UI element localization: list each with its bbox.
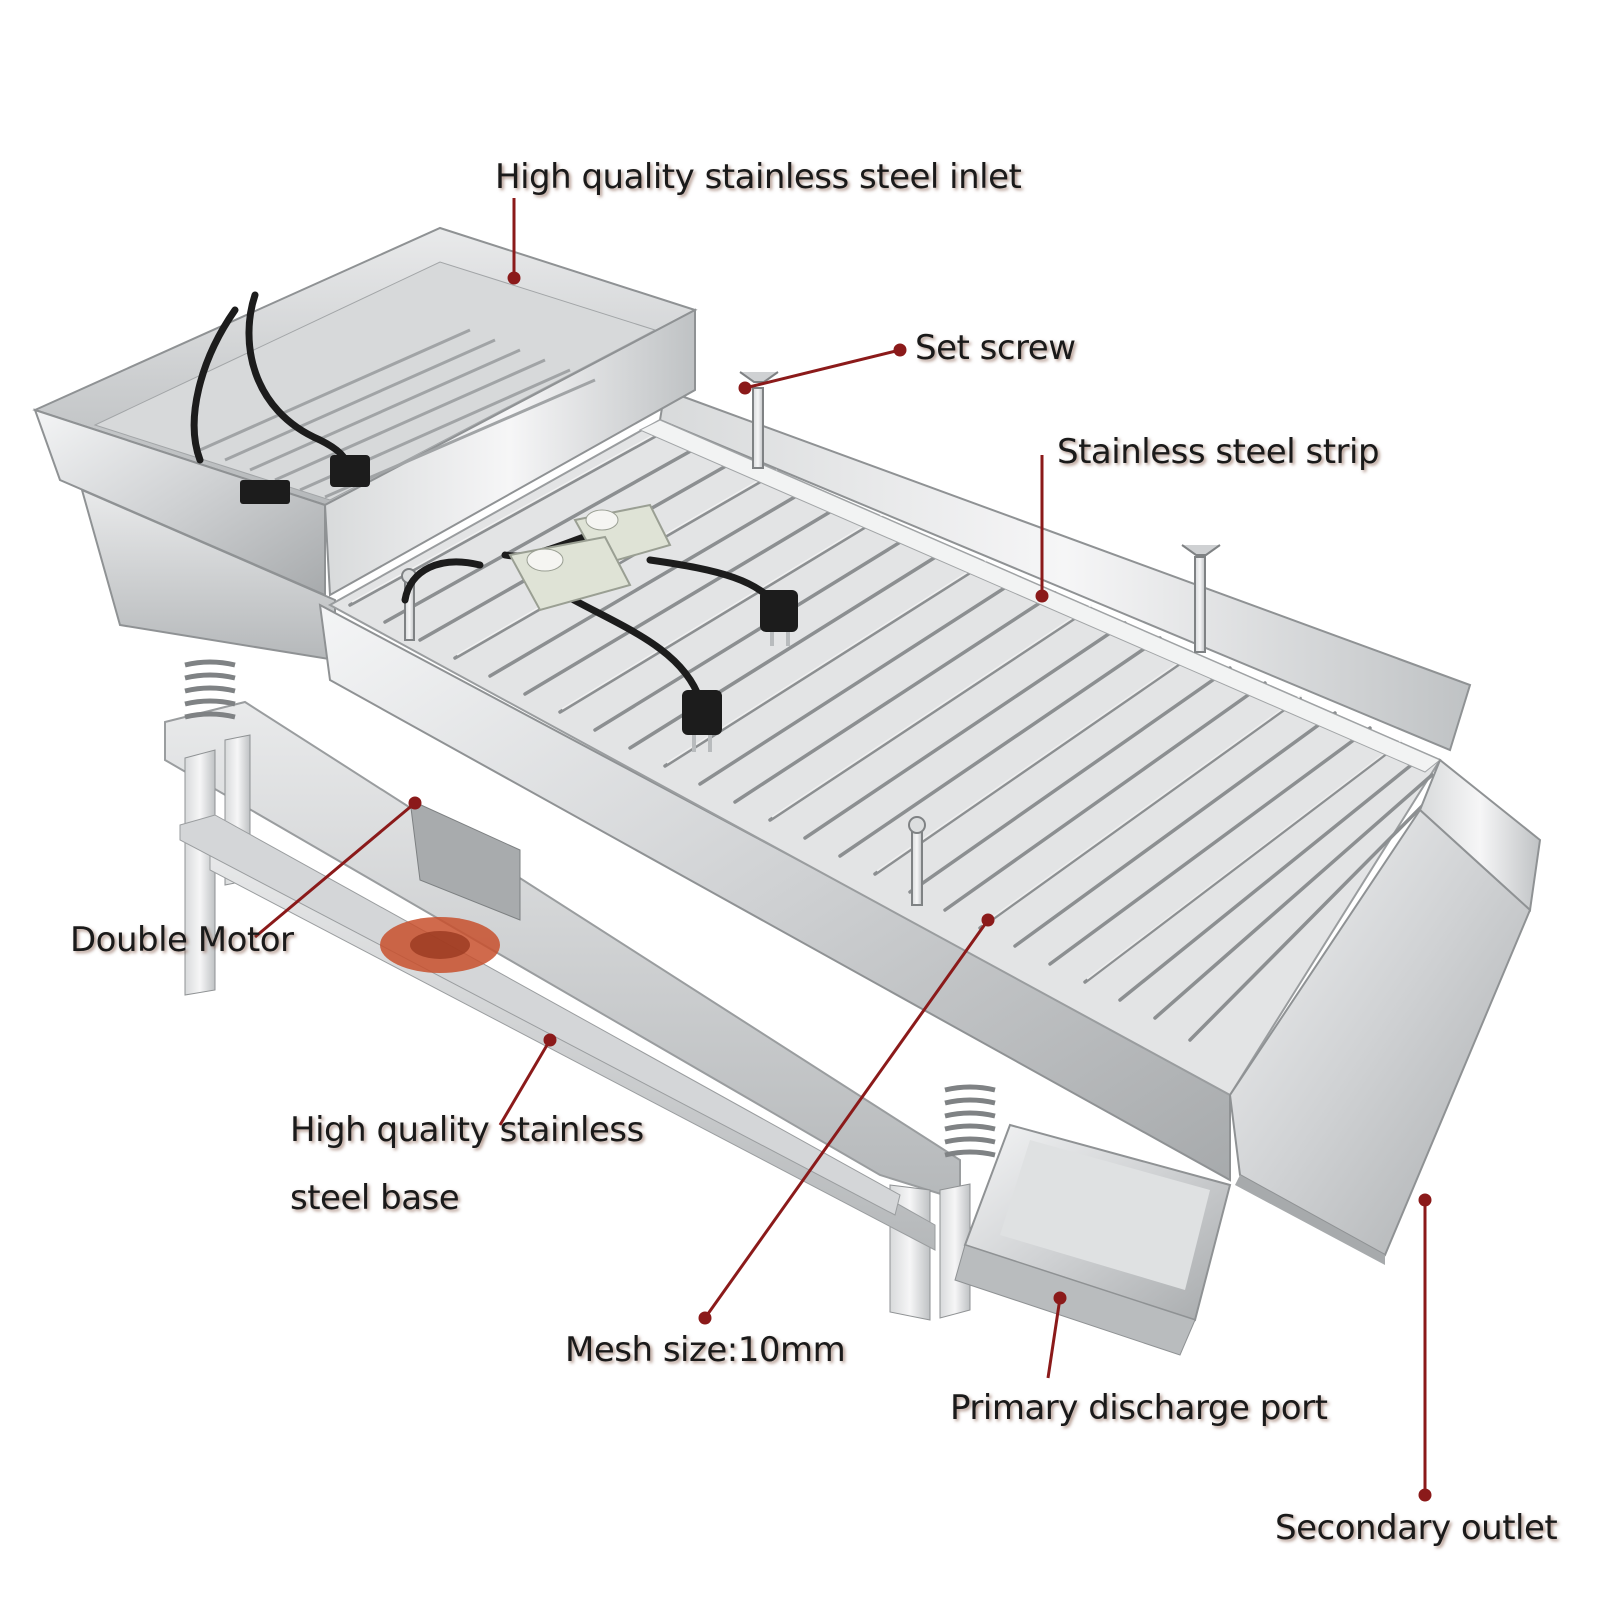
- mesh-size-label: Mesh size:10mm: [565, 1330, 846, 1370]
- set-screw-label: Set screw: [915, 328, 1076, 368]
- double-motor: [380, 799, 521, 973]
- leader-lines: [254, 198, 1432, 1502]
- stainless-inlet-hopper: [32, 226, 698, 597]
- control-knob-icon: [508, 503, 672, 612]
- secondary-outlet-label: Secondary outlet: [1275, 1508, 1558, 1548]
- damping-springs: [184, 659, 996, 1158]
- base-label-line1: High quality stainless: [290, 1110, 644, 1150]
- power-plug-icon: [240, 455, 798, 752]
- primary-discharge-port: [954, 1123, 1232, 1356]
- mesh-screen: [348, 426, 1440, 1042]
- strip-label: Stainless steel strip: [1057, 432, 1380, 472]
- primary-port-label: Primary discharge port: [950, 1388, 1328, 1428]
- base-label-line2: steel base: [290, 1178, 460, 1218]
- inlet-label: High quality stainless steel inlet: [495, 157, 1022, 197]
- secondary-outlet: [1228, 758, 1542, 1265]
- set-screws: [401, 371, 1221, 906]
- motor-label: Double Motor: [70, 920, 294, 960]
